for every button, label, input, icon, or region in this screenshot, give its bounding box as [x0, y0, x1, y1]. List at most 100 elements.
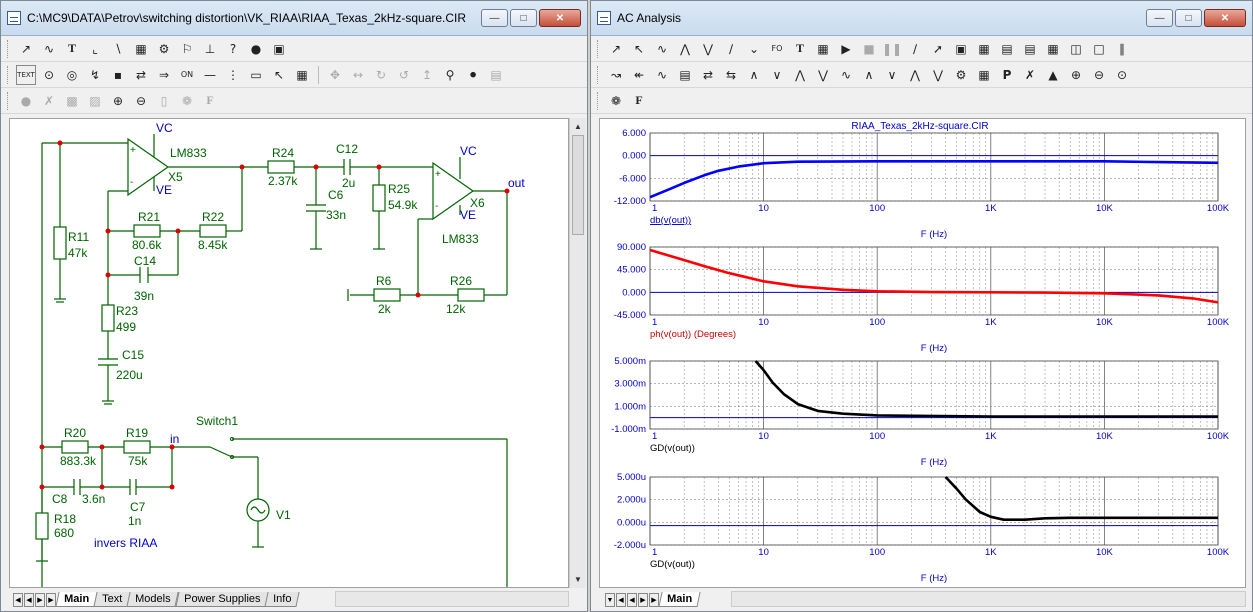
- minimize-button[interactable]: —: [481, 9, 508, 27]
- stop-icon[interactable]: ●: [16, 91, 36, 111]
- pin-icon[interactable]: ▪: [108, 65, 128, 85]
- select-arrow-icon[interactable]: ↗: [16, 39, 36, 59]
- cursor-left-icon[interactable]: ↝: [606, 65, 626, 85]
- minimize-button[interactable]: —: [1146, 9, 1173, 27]
- binoculars-icon[interactable]: ⚫: [463, 65, 483, 85]
- line-tool-icon[interactable]: ➚: [928, 39, 948, 59]
- min-icon[interactable]: ∨: [882, 65, 902, 85]
- cancel-icon[interactable]: ✗: [39, 91, 59, 111]
- zoom-in-icon[interactable]: ⊕: [108, 91, 128, 111]
- tab-power-supplies[interactable]: Power Supplies: [175, 592, 269, 607]
- line-icon[interactable]: ∖: [108, 39, 128, 59]
- prev-peak-icon[interactable]: ⇆: [721, 65, 741, 85]
- tag-y-icon[interactable]: ▲: [1043, 65, 1063, 85]
- probe-icon[interactable]: ◎: [62, 65, 82, 85]
- wave-icon[interactable]: ∿: [39, 39, 59, 59]
- voltage-icon[interactable]: ↯: [85, 65, 105, 85]
- maximize-button[interactable]: □: [510, 9, 537, 27]
- swap-icon[interactable]: ⇄: [131, 65, 151, 85]
- tab-prev-icon[interactable]: ◀: [627, 593, 637, 607]
- settings-icon[interactable]: ⚙: [154, 39, 174, 59]
- scroll-up-icon[interactable]: ▲: [570, 118, 586, 135]
- folder-icon[interactable]: ▯: [154, 91, 174, 111]
- table-icon[interactable]: ▦: [974, 65, 994, 85]
- text-mode-icon[interactable]: TEXT: [16, 65, 36, 85]
- run-icon[interactable]: ⇒: [154, 65, 174, 85]
- scroll-down-icon[interactable]: ▼: [570, 571, 586, 588]
- cursor-icon[interactable]: ↖: [269, 65, 289, 85]
- settings-icon[interactable]: ⚙: [951, 65, 971, 85]
- tab-prev-icon[interactable]: ◀: [24, 593, 34, 607]
- tab-last-icon[interactable]: ▶: [649, 593, 659, 607]
- help-icon[interactable]: ?: [223, 39, 243, 59]
- component-icon[interactable]: ▦: [131, 39, 151, 59]
- palette-icon[interactable]: ❁: [606, 91, 626, 111]
- columns-icon[interactable]: ◫: [1066, 39, 1086, 59]
- select-arrow-icon[interactable]: ↗: [606, 39, 626, 59]
- grid-icon[interactable]: ▦: [974, 39, 994, 59]
- cursor-right-icon[interactable]: ↞: [629, 65, 649, 85]
- tab-main[interactable]: Main: [55, 592, 97, 607]
- tab-info[interactable]: Info: [265, 592, 301, 607]
- maximize-button[interactable]: □: [1175, 9, 1202, 27]
- global-min-icon[interactable]: ⋁: [928, 65, 948, 85]
- font-icon[interactable]: F: [629, 91, 649, 111]
- tab-models[interactable]: Models: [127, 592, 180, 607]
- slope-icon[interactable]: ∕: [721, 39, 741, 59]
- tab-next-icon[interactable]: ▶: [638, 593, 648, 607]
- connect-icon[interactable]: —: [200, 65, 220, 85]
- tab-first-icon[interactable]: ◀: [13, 593, 23, 607]
- grid-icon[interactable]: ⋮: [223, 65, 243, 85]
- tab-main[interactable]: Main: [658, 592, 700, 607]
- font-icon[interactable]: F: [200, 91, 220, 111]
- properties-icon[interactable]: ▦: [813, 39, 833, 59]
- lo-icon[interactable]: ⋁: [813, 65, 833, 85]
- find-icon[interactable]: ⚲: [440, 65, 460, 85]
- stop-icon[interactable]: ■: [859, 39, 879, 59]
- flip-icon[interactable]: ↺: [394, 65, 414, 85]
- list-icon[interactable]: ▤: [1020, 39, 1040, 59]
- zoom-out-icon[interactable]: ⊖: [1089, 65, 1109, 85]
- zoom-fit-icon[interactable]: ⊙: [1112, 65, 1132, 85]
- rotate-icon[interactable]: ↻: [371, 65, 391, 85]
- schematic-canvas[interactable]: VC VE VC VE out in invers RIAA + - + - L…: [9, 118, 569, 588]
- flag-icon[interactable]: ⚐: [177, 39, 197, 59]
- table-icon[interactable]: ▦: [1043, 39, 1063, 59]
- box-icon[interactable]: □: [1089, 39, 1109, 59]
- tab-text[interactable]: Text: [93, 592, 130, 607]
- properties-icon[interactable]: ▦: [292, 65, 312, 85]
- hi-icon[interactable]: ⋀: [790, 65, 810, 85]
- pointer-icon[interactable]: ↖: [629, 39, 649, 59]
- tab-dropdown-icon[interactable]: ▼: [605, 593, 615, 607]
- move-icon[interactable]: ✥: [325, 65, 345, 85]
- tab-first-icon[interactable]: ◀: [616, 593, 626, 607]
- line-icon[interactable]: ∕: [905, 39, 925, 59]
- globe-icon[interactable]: ●: [246, 39, 266, 59]
- schematic-horizontal-scrollbar[interactable]: [335, 591, 569, 607]
- p-icon[interactable]: P: [997, 65, 1017, 85]
- peak-down-icon[interactable]: ∨: [767, 65, 787, 85]
- mirror-icon[interactable]: ↔: [348, 65, 368, 85]
- ungroup-icon[interactable]: ▨: [85, 91, 105, 111]
- wave-tool-icon[interactable]: ∿: [652, 39, 672, 59]
- frame-icon[interactable]: ▣: [951, 39, 971, 59]
- on-icon[interactable]: ON: [177, 65, 197, 85]
- global-max-icon[interactable]: ⋀: [905, 65, 925, 85]
- text-tool-icon[interactable]: T: [62, 39, 82, 59]
- step-icon[interactable]: ↥: [417, 65, 437, 85]
- next-peak-icon[interactable]: ⇄: [698, 65, 718, 85]
- plot-canvas[interactable]: RIAA_Texas_2kHz-square.CIR 6.0000.000-6.…: [599, 118, 1246, 588]
- wave-icon[interactable]: ∿: [652, 65, 672, 85]
- tab-last-icon[interactable]: ▶: [46, 593, 56, 607]
- window-icon[interactable]: ▭: [246, 65, 266, 85]
- max-icon[interactable]: ∧: [859, 65, 879, 85]
- peak-up-icon[interactable]: ∧: [744, 65, 764, 85]
- panel-icon[interactable]: ▤: [997, 39, 1017, 59]
- text-tool-icon[interactable]: T: [790, 39, 810, 59]
- marker-icon[interactable]: ⌄: [744, 39, 764, 59]
- analysis-horizontal-scrollbar[interactable]: [731, 591, 1246, 607]
- info-icon[interactable]: ▤: [486, 65, 506, 85]
- wire-icon[interactable]: ⌞: [85, 39, 105, 59]
- group-icon[interactable]: ▩: [62, 91, 82, 111]
- run-icon[interactable]: ▶: [836, 39, 856, 59]
